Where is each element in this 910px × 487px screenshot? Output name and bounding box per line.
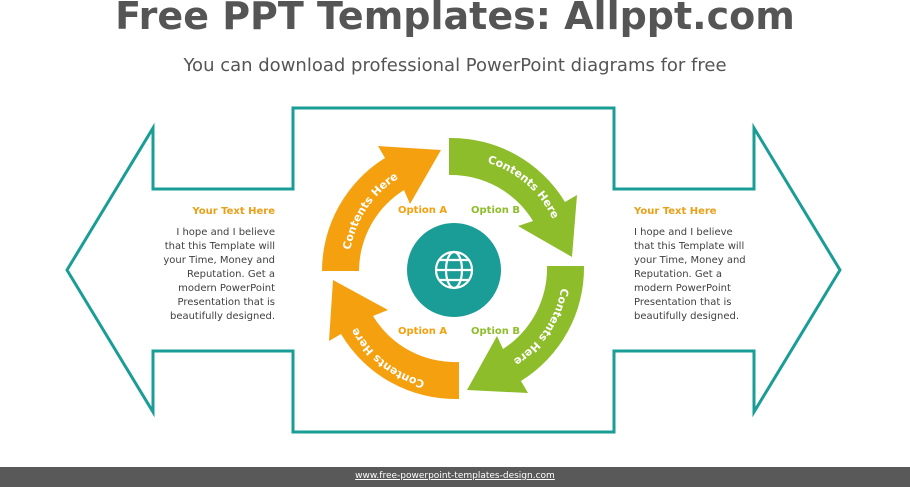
cycle-arrow-bottom-left — [329, 280, 459, 400]
cycle-arrow-top-left — [322, 146, 441, 271]
left-panel-body: I hope and I believe that this Template … — [163, 227, 275, 322]
option-b-bottom: Option B — [471, 326, 520, 337]
page-subtitle: You can download professional PowerPoint… — [183, 55, 727, 76]
option-a-bottom: Option A — [398, 326, 448, 337]
right-panel-body: I hope and I believe that this Template … — [634, 227, 746, 322]
right-panel-title: Your Text Here — [634, 206, 717, 217]
option-a-top: Option A — [398, 205, 448, 216]
cycle-arrow-top-right — [449, 137, 577, 257]
page-title: Free PPT Templates: Allppt.com — [115, 0, 795, 38]
footer-bar: www.free-powerpoint-templates-design.com — [0, 467, 910, 487]
globe-icon — [434, 250, 474, 290]
footer-link[interactable]: www.free-powerpoint-templates-design.com — [355, 471, 555, 481]
left-panel-title: Your Text Here — [192, 206, 275, 217]
cycle-arrow-bottom-right — [467, 266, 585, 393]
option-b-top: Option B — [471, 205, 520, 216]
